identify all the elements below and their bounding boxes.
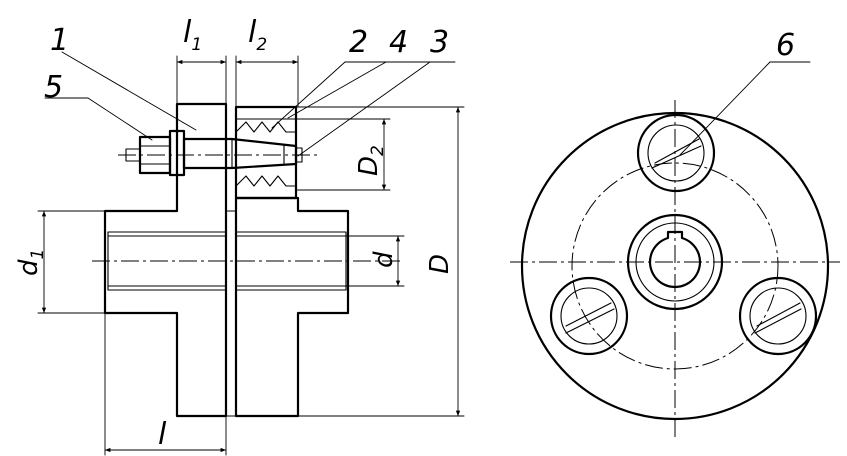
- section-view: 1 5 2 4 3 l1 l2 l d1 d D D2: [14, 15, 465, 456]
- nut-and-washer: [125, 129, 186, 177]
- callout-6: 6: [776, 28, 795, 63]
- dim-d1: d1: [14, 249, 48, 276]
- pin-end-right: [738, 276, 818, 356]
- dim-l: l: [158, 417, 167, 452]
- bore-with-keyway: [648, 230, 702, 289]
- hub-inner: [635, 222, 715, 302]
- elastic-bushing: [234, 105, 298, 200]
- callout-4: 4: [389, 25, 408, 60]
- pin-end-left: [549, 276, 629, 356]
- callout-3: 3: [430, 25, 449, 60]
- bolt-circle: [571, 162, 779, 370]
- dim-l1: l1: [183, 15, 202, 55]
- pin-end-top: [636, 113, 716, 193]
- hub-outer: [626, 213, 724, 311]
- coupling-gap: [225, 210, 237, 417]
- callout-2: 2: [349, 25, 368, 60]
- pin: [182, 137, 303, 170]
- callout-1: 1: [50, 23, 69, 58]
- callout-5: 5: [44, 70, 63, 105]
- left-half-coupling: [103, 102, 228, 418]
- dim-l2: l2: [248, 15, 267, 55]
- dim-D: D: [425, 254, 455, 274]
- dim-d: d: [369, 251, 399, 268]
- flange-outline: [520, 111, 830, 421]
- dim-D2: D2: [354, 145, 388, 176]
- right-half-coupling: [234, 196, 350, 418]
- end-view: 6: [510, 28, 840, 440]
